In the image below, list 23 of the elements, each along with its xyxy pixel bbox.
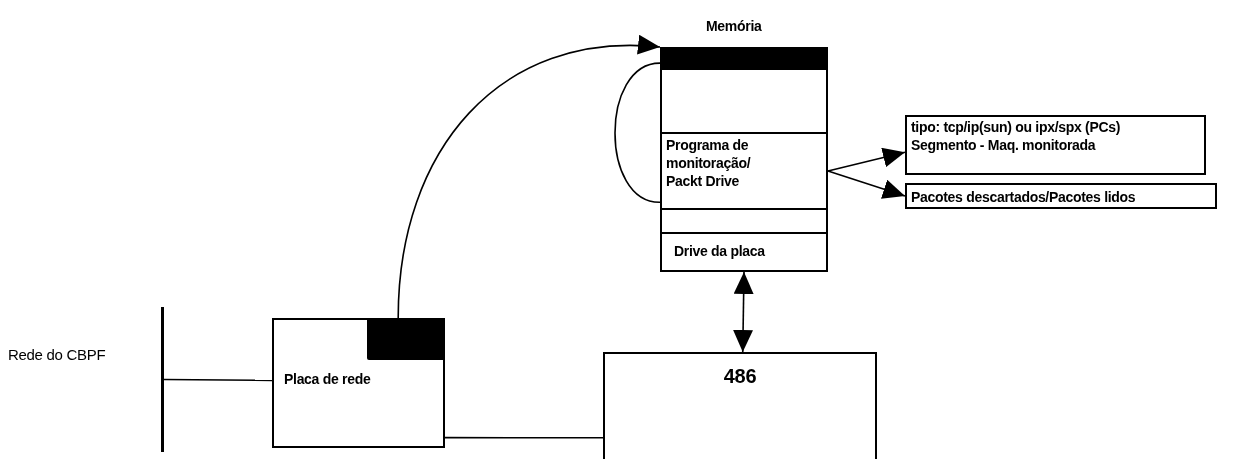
arrow (397, 36, 661, 319)
arrow (827, 170, 906, 199)
arrow (827, 147, 906, 172)
connector-line (614, 62, 661, 203)
box-text: Drive da placa (674, 242, 765, 260)
cpu-box (603, 352, 877, 459)
info-box (905, 183, 1217, 209)
box-text: Placa de rede (284, 370, 371, 388)
box-text: tipo: tcp/ip(sun) ou ipx/spx (PCs) (911, 118, 1121, 136)
column-heading: Memória (706, 17, 762, 35)
connector-line (163, 378, 273, 382)
network-bus (161, 307, 164, 452)
arrow (733, 271, 754, 353)
network-card-box (272, 318, 445, 448)
memory-block (660, 47, 828, 70)
box-text: 486 (723, 364, 757, 388)
box-text: Pacotes descartados/Pacotes lidos (911, 188, 1136, 206)
box-text: Programa de monitoração/ Packt Drive (666, 136, 752, 190)
box-text: Segmento - Maq. monitorada (911, 136, 1096, 154)
network-label: Rede do CBPF (8, 346, 106, 364)
connector-line (444, 436, 604, 439)
card-port-block (367, 318, 445, 360)
info-box (905, 115, 1206, 175)
